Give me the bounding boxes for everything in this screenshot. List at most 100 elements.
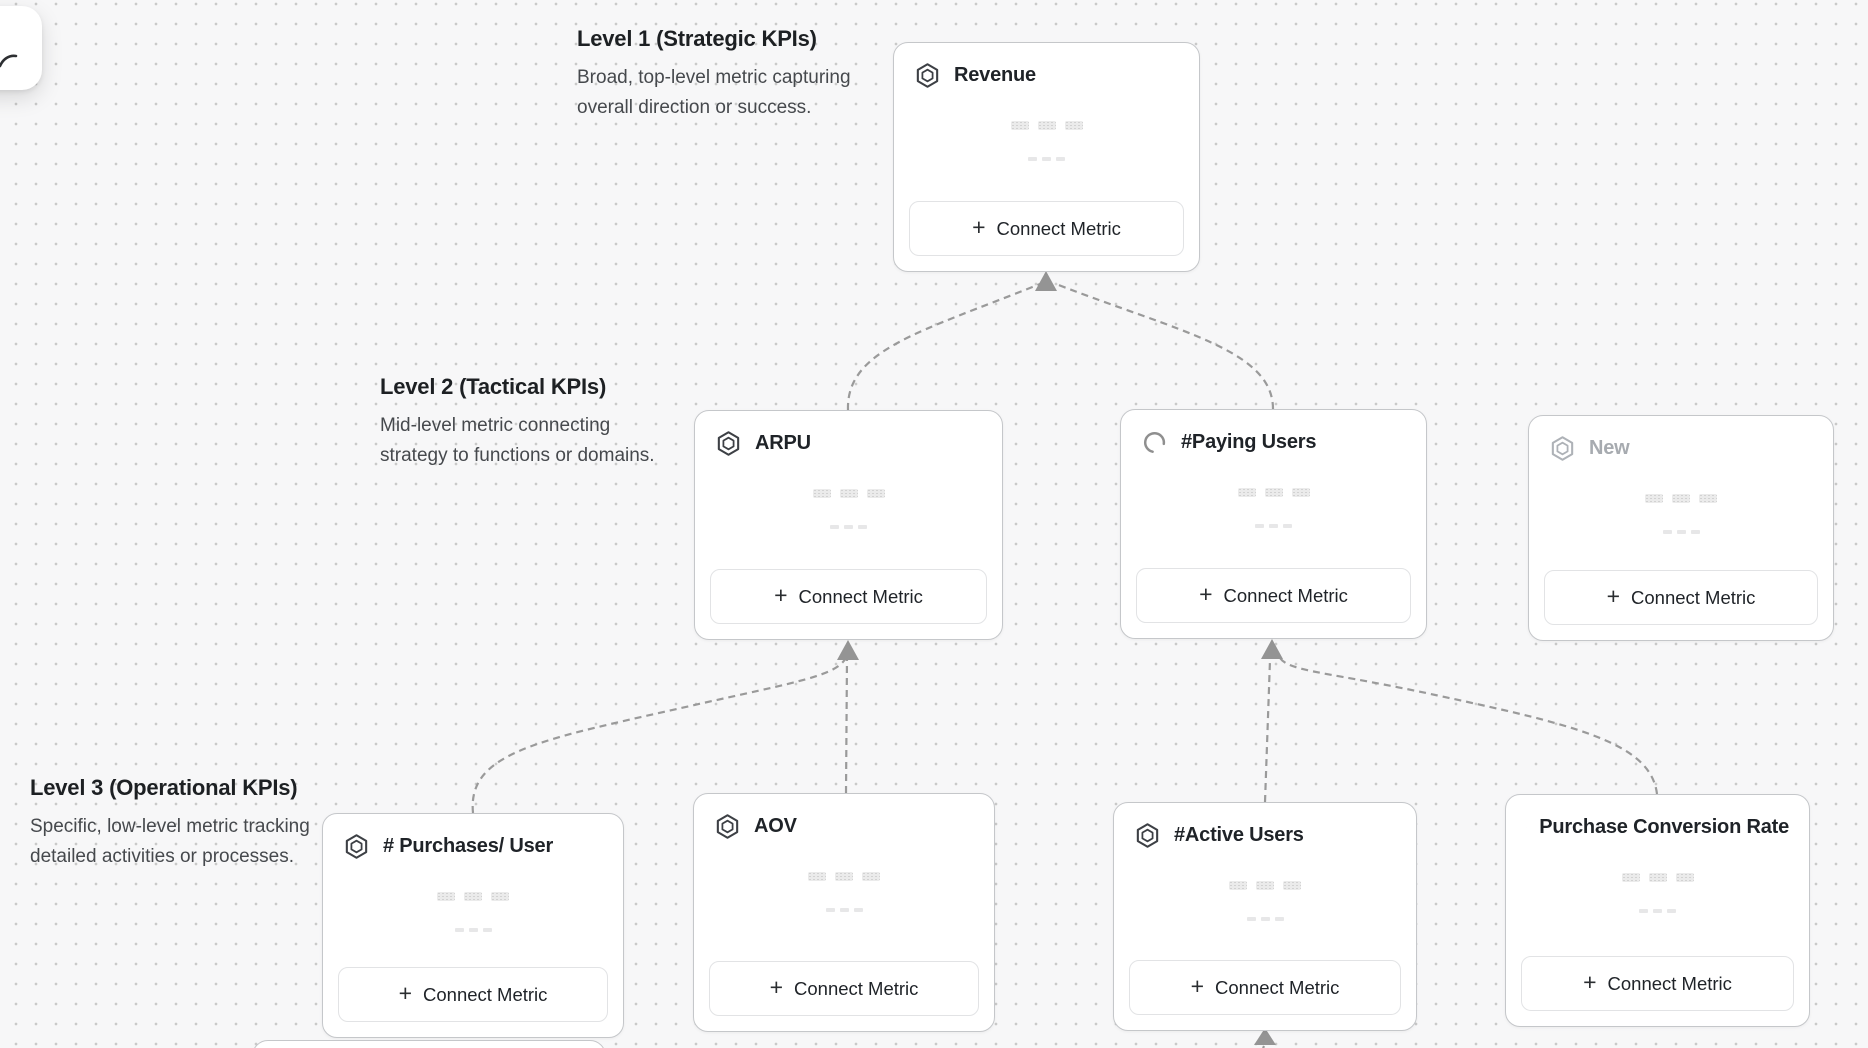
skeleton-chip: [1291, 488, 1310, 497]
skeleton-chip: [1283, 881, 1301, 890]
skeleton-chip: [1037, 121, 1056, 130]
skeleton-chip: [437, 892, 455, 901]
skeleton-mini-chip: [1653, 909, 1662, 913]
skeleton-mini-chip: [1283, 524, 1292, 528]
skeleton-mini-chip: [844, 525, 853, 529]
skeleton-chip: [1648, 873, 1667, 882]
connect-metric-button[interactable]: + Connect Metric: [1129, 960, 1401, 1015]
skeleton-mini-chip: [1255, 524, 1264, 528]
connect-metric-label: Connect Metric: [798, 585, 923, 607]
skeleton-chip: [839, 489, 858, 498]
metric-card-arpu[interactable]: ARPU + Connect Metric: [694, 410, 1003, 640]
hexagon-metric-icon: [717, 431, 740, 456]
metric-card-partial-offscreen[interactable]: [252, 1040, 606, 1048]
metric-card-title: AOV: [754, 815, 797, 837]
edge-activeusers-to-payingusers: [1263, 659, 1272, 803]
skeleton-chip: [1237, 488, 1256, 497]
skeleton-mini-chip: [1056, 157, 1065, 161]
metric-card-title: #Paying Users: [1181, 431, 1317, 453]
connect-metric-label: Connect Metric: [794, 977, 919, 999]
metric-value-placeholder: [1529, 494, 1833, 534]
skeleton-chip: [1672, 494, 1690, 503]
skeleton-chip: [464, 892, 482, 901]
metric-card-title: ARPU: [755, 432, 811, 454]
skeleton-mini-chip: [454, 928, 464, 932]
connect-metric-button[interactable]: + Connect Metric: [1544, 570, 1818, 625]
skeleton-mini-chip: [1690, 530, 1700, 534]
skeleton-mini-chip: [853, 908, 863, 912]
skeleton-chip: [1064, 121, 1083, 130]
skeleton-mini-chip: [1639, 909, 1648, 913]
skeleton-mini-chip: [1042, 157, 1051, 161]
skeleton-chip: [1010, 121, 1029, 130]
metric-card-title: # Purchases/ User: [383, 835, 554, 857]
metric-card-revenue[interactable]: Revenue + Connect Metric: [893, 42, 1200, 272]
connect-metric-button[interactable]: + Connect Metric: [1136, 568, 1411, 623]
corner-panel[interactable]: [0, 6, 42, 90]
level-description: Mid-level metric connecting strategy to …: [380, 415, 655, 467]
skeleton-mini-chip: [482, 928, 492, 932]
level-description: Broad, top-level metric capturing overal…: [577, 67, 851, 119]
edge-pcr-to-payingusers: [1279, 657, 1659, 795]
skeleton-mini-chip: [839, 908, 849, 912]
metric-card-title: Purchase Conversion Rate: [1539, 816, 1789, 838]
plus-icon: +: [398, 980, 413, 1006]
skeleton-chip: [1699, 494, 1717, 503]
metric-card-paying-users[interactable]: #Paying Users + Connect Metric: [1120, 409, 1427, 639]
connect-metric-button[interactable]: + Connect Metric: [338, 967, 608, 1022]
edge-arpu-to-revenue: [846, 282, 1041, 411]
connect-metric-label: Connect Metric: [423, 983, 548, 1005]
level-title: Level 1 (Strategic KPIs): [577, 26, 817, 51]
plus-icon: +: [1199, 581, 1213, 607]
metric-value-placeholder: [694, 872, 994, 912]
skeleton-chip: [491, 892, 509, 901]
skeleton-chip: [1229, 881, 1247, 890]
metric-card-aov[interactable]: AOV + Connect Metric: [693, 793, 995, 1032]
plus-icon: +: [972, 214, 986, 240]
hexagon-metric-icon: [1136, 823, 1159, 848]
connect-metric-button[interactable]: + Connect Metric: [710, 569, 987, 624]
metric-value-placeholder: [1506, 873, 1809, 913]
skeleton-mini-chip: [1246, 917, 1256, 921]
skeleton-mini-chip: [1028, 157, 1037, 161]
connect-metric-button[interactable]: + Connect Metric: [709, 961, 979, 1016]
level-3-header: Level 3 (Operational KPIs) Specific, low…: [30, 775, 310, 872]
curved-arrow-icon: [0, 54, 18, 68]
metric-card-purchase-conversion-rate[interactable]: Purchase Conversion Rate + Connect Metri…: [1505, 794, 1810, 1027]
arrowhead-revenue: [1035, 271, 1057, 291]
level-description: Specific, low-level metric tracking deta…: [30, 816, 310, 868]
skeleton-mini-chip: [825, 908, 835, 912]
skeleton-mini-chip: [1676, 530, 1686, 534]
skeleton-mini-chip: [858, 525, 867, 529]
metric-card-title: Revenue: [954, 64, 1036, 86]
skeleton-mini-chip: [1260, 917, 1270, 921]
connect-metric-label: Connect Metric: [1607, 972, 1732, 994]
connect-metric-button[interactable]: + Connect Metric: [909, 201, 1184, 256]
connect-metric-label: Connect Metric: [1223, 584, 1348, 606]
metric-card-new[interactable]: New + Connect Metric: [1528, 415, 1834, 641]
metric-value-placeholder: [894, 121, 1199, 161]
connect-metric-button[interactable]: + Connect Metric: [1521, 956, 1794, 1011]
plus-icon: +: [1583, 969, 1597, 995]
skeleton-chip: [866, 489, 885, 498]
skeleton-mini-chip: [1662, 530, 1672, 534]
metric-card-active-users[interactable]: #Active Users + Connect Metric: [1113, 802, 1417, 1031]
skeleton-chip: [1621, 873, 1640, 882]
metric-value-placeholder: [323, 892, 623, 932]
metric-card-title: New: [1589, 437, 1630, 459]
skeleton-chip: [1675, 873, 1694, 882]
metric-value-placeholder: [1114, 881, 1416, 921]
metric-card-purchases-per-user[interactable]: # Purchases/ User + Connect Metric: [322, 813, 624, 1038]
arrowhead-arpu: [837, 640, 859, 660]
plus-icon: +: [1606, 583, 1621, 609]
level-title: Level 3 (Operational KPIs): [30, 775, 298, 800]
skeleton-chip: [1264, 488, 1283, 497]
skeleton-chip: [835, 872, 853, 881]
metric-value-placeholder: [1121, 488, 1426, 528]
skeleton-chip: [812, 489, 831, 498]
skeleton-mini-chip: [830, 525, 839, 529]
hexagon-metric-icon: [1551, 436, 1574, 461]
spinner-icon: [1143, 432, 1166, 453]
skeleton-mini-chip: [1269, 524, 1278, 528]
